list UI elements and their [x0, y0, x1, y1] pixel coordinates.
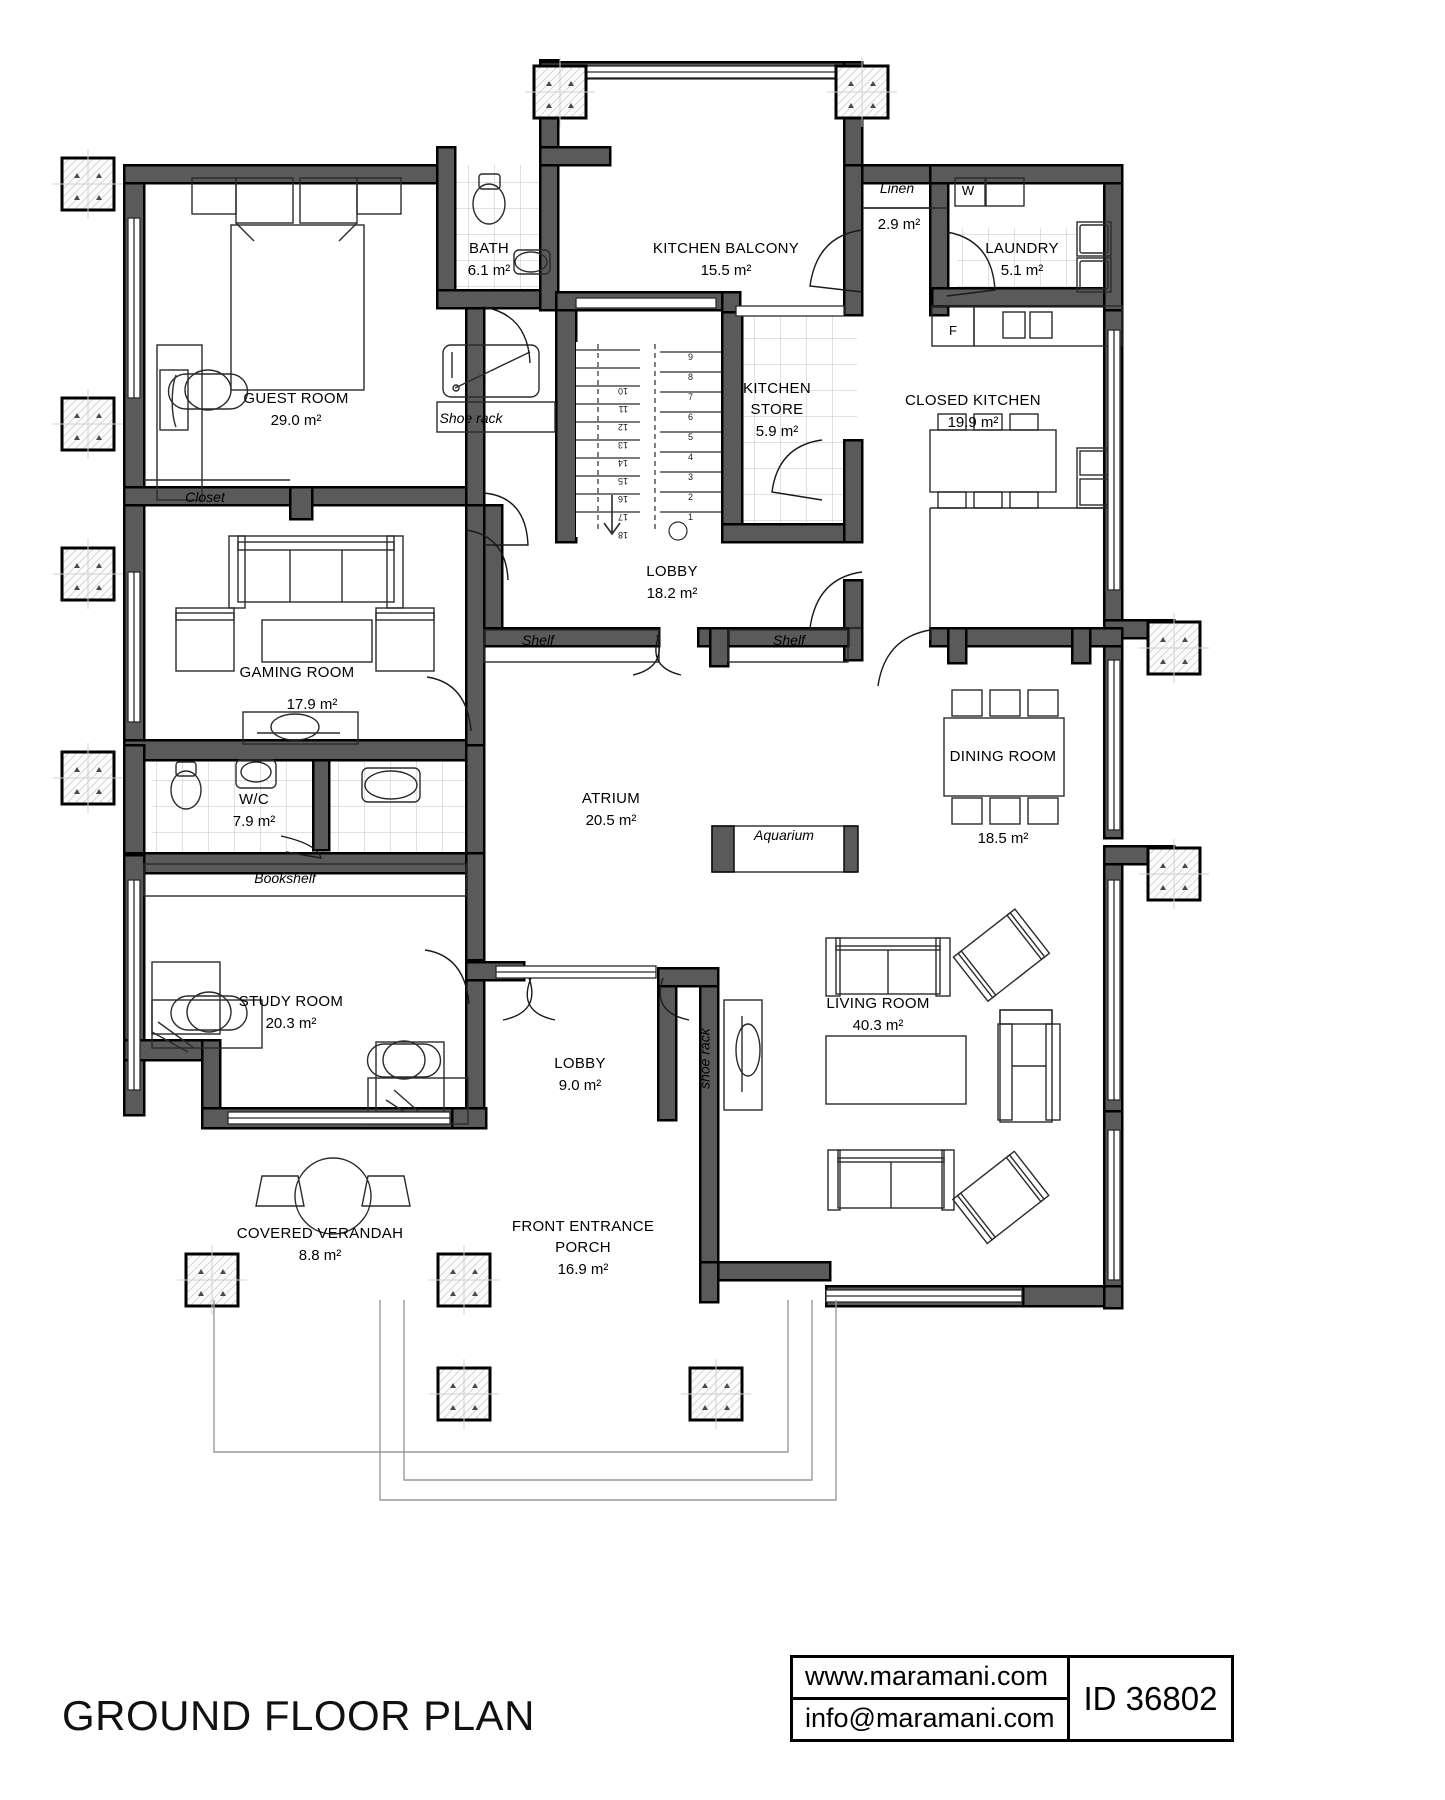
email-label[interactable]: info@maramani.com [805, 1703, 1055, 1733]
room-area-bath: 6.1 m² [467, 262, 511, 279]
room-area-closed-kitchen: 19.9 m² [947, 414, 999, 431]
room-area-covered-verandah: 8.8 m² [298, 1247, 342, 1264]
room-label-laundry: LAUNDRY [985, 240, 1059, 257]
room-area-laundry: 5.1 m² [1000, 262, 1044, 279]
room-area-wc: 7.9 m² [232, 813, 276, 830]
door-swings [280, 229, 996, 1021]
room-label-covered-verandah: COVERED VERANDAH [236, 1225, 404, 1242]
svg-text:13: 13 [618, 440, 628, 450]
title-block: www.maramani.com info@maramani.com ID 36… [790, 1655, 1235, 1742]
website-label[interactable]: www.maramani.com [793, 1658, 1067, 1700]
svg-text:17: 17 [618, 512, 628, 522]
label-linen: Linen [879, 180, 915, 196]
room-label-lobby-upper: LOBBY [646, 563, 698, 580]
room-label-gaming-room: GAMING ROOM [239, 664, 355, 681]
room-label-bath: BATH [468, 240, 510, 257]
svg-text:8: 8 [688, 372, 693, 382]
site-outline [213, 1300, 837, 1501]
room-label-study-room: STUDY ROOM [238, 993, 344, 1010]
room-label-wc: W/C [238, 791, 270, 808]
room-label-kitchen-store-1: KITCHEN [743, 380, 811, 397]
room-area-dining-room: 18.5 m² [977, 830, 1029, 847]
room-label-kitchen-balcony: KITCHEN BALCONY [652, 240, 800, 257]
label-shoe-rack-bath: Shoe rack [439, 410, 503, 426]
label-fridge-f: F [949, 323, 957, 338]
room-label-dining-room: DINING ROOM [949, 748, 1057, 765]
page-title: GROUND FLOOR PLAN [62, 1692, 535, 1739]
staircase: 12 34 56 78 9 10 11 12 13 14 15 16 17 18 [576, 342, 722, 541]
svg-text:2: 2 [688, 492, 693, 502]
svg-text:4: 4 [688, 452, 693, 462]
room-label-front-porch-1: FRONT ENTRANCE [511, 1218, 655, 1235]
svg-text:16: 16 [618, 494, 628, 504]
svg-text:10: 10 [618, 386, 628, 396]
room-area-kitchen-balcony: 15.5 m² [700, 262, 752, 279]
svg-text:9: 9 [688, 352, 693, 362]
label-linen-area: 2.9 m² [877, 216, 921, 233]
label-washer-w: W [961, 183, 975, 198]
room-area-living-room: 40.3 m² [852, 1017, 904, 1034]
room-label-closed-kitchen: CLOSED KITCHEN [905, 392, 1041, 409]
label-aquarium: Aquarium [754, 827, 814, 843]
label-shelf-left: Shelf [522, 632, 554, 648]
room-area-guest-room: 29.0 m² [270, 412, 322, 429]
room-area-study-room: 20.3 m² [265, 1015, 317, 1032]
label-bookshelf: Bookshelf [254, 870, 316, 886]
svg-text:3: 3 [688, 472, 693, 482]
room-area-lobby-upper: 18.2 m² [646, 585, 698, 602]
svg-text:14: 14 [618, 458, 628, 468]
plan-id-label: ID 36802 [1066, 1658, 1232, 1739]
label-shelf-right: Shelf [773, 632, 805, 648]
label-shoe-rack-entry: shoe rack [696, 1028, 713, 1089]
svg-text:7: 7 [688, 392, 693, 402]
room-label-atrium: ATRIUM [581, 790, 641, 807]
svg-text:1: 1 [688, 512, 693, 522]
room-area-gaming-room: 17.9 m² [286, 696, 338, 713]
room-label-front-porch-2: PORCH [555, 1239, 611, 1256]
svg-text:5: 5 [688, 432, 693, 442]
svg-text:15: 15 [618, 476, 628, 486]
svg-text:18: 18 [618, 530, 628, 540]
room-label-kitchen-store-2: STORE [750, 401, 804, 418]
svg-text:12: 12 [618, 422, 628, 432]
room-label-living-room: LIVING ROOM [826, 995, 930, 1012]
room-area-atrium: 20.5 m² [585, 812, 637, 829]
fixture-outlines [143, 173, 1123, 1245]
room-label-guest-room: GUEST ROOM [243, 390, 349, 407]
label-closet: Closet [185, 489, 225, 505]
room-label-lobby-front: LOBBY [554, 1055, 606, 1072]
room-area-kitchen-store: 5.9 m² [755, 423, 799, 440]
svg-text:6: 6 [688, 412, 693, 422]
svg-text:11: 11 [619, 404, 628, 414]
room-area-lobby-front: 9.0 m² [558, 1077, 602, 1094]
room-area-front-porch: 16.9 m² [557, 1261, 609, 1278]
